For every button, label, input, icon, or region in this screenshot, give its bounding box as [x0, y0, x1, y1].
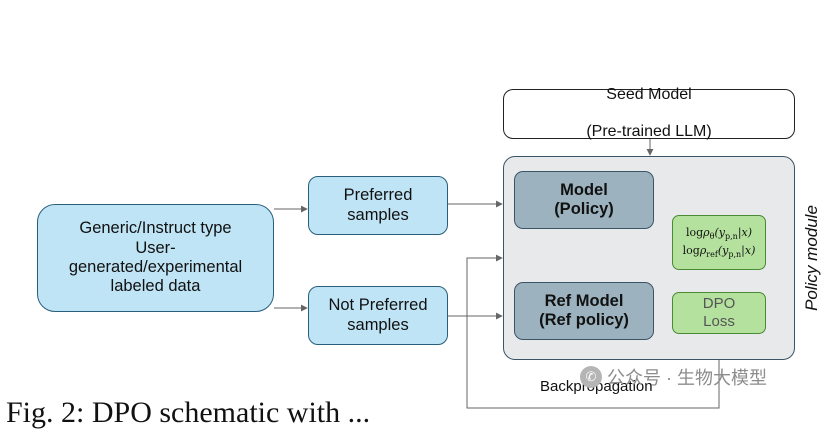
ref-log-prob-formula: logρref(yp,n|x): [682, 243, 756, 259]
watermark-text: 公众号 · 生物大模型: [607, 368, 767, 388]
preferred-samples-box: Preferred samples: [308, 176, 448, 235]
not-preferred-samples-box: Not Preferred samples: [308, 286, 448, 345]
seed-model-box: Seed Model (Pre-trained LLM): [503, 85, 795, 141]
seed-model-title: Seed Model: [606, 85, 692, 103]
input-data-box: Generic/Instruct type User- generated/ex…: [37, 204, 274, 312]
model-policy-box: Model (Policy): [514, 171, 654, 229]
policy-log-prob-formula: logρθ(yp,n|x): [685, 225, 753, 241]
figure-caption: Fig. 2: DPO schematic with ...: [6, 396, 371, 429]
ref-model-box: Ref Model (Ref policy): [514, 282, 654, 340]
backpropagation-loop: [466, 254, 720, 409]
watermark: ✆ 公众号 · 生物大模型: [580, 364, 767, 390]
log-probability-box: logρθ(yp,n|x) logρref(yp,n|x): [672, 215, 766, 270]
wechat-icon: ✆: [580, 366, 602, 388]
dpo-loss-box: DPO Loss: [672, 292, 766, 334]
seed-model-subtitle: (Pre-trained LLM): [586, 123, 712, 141]
